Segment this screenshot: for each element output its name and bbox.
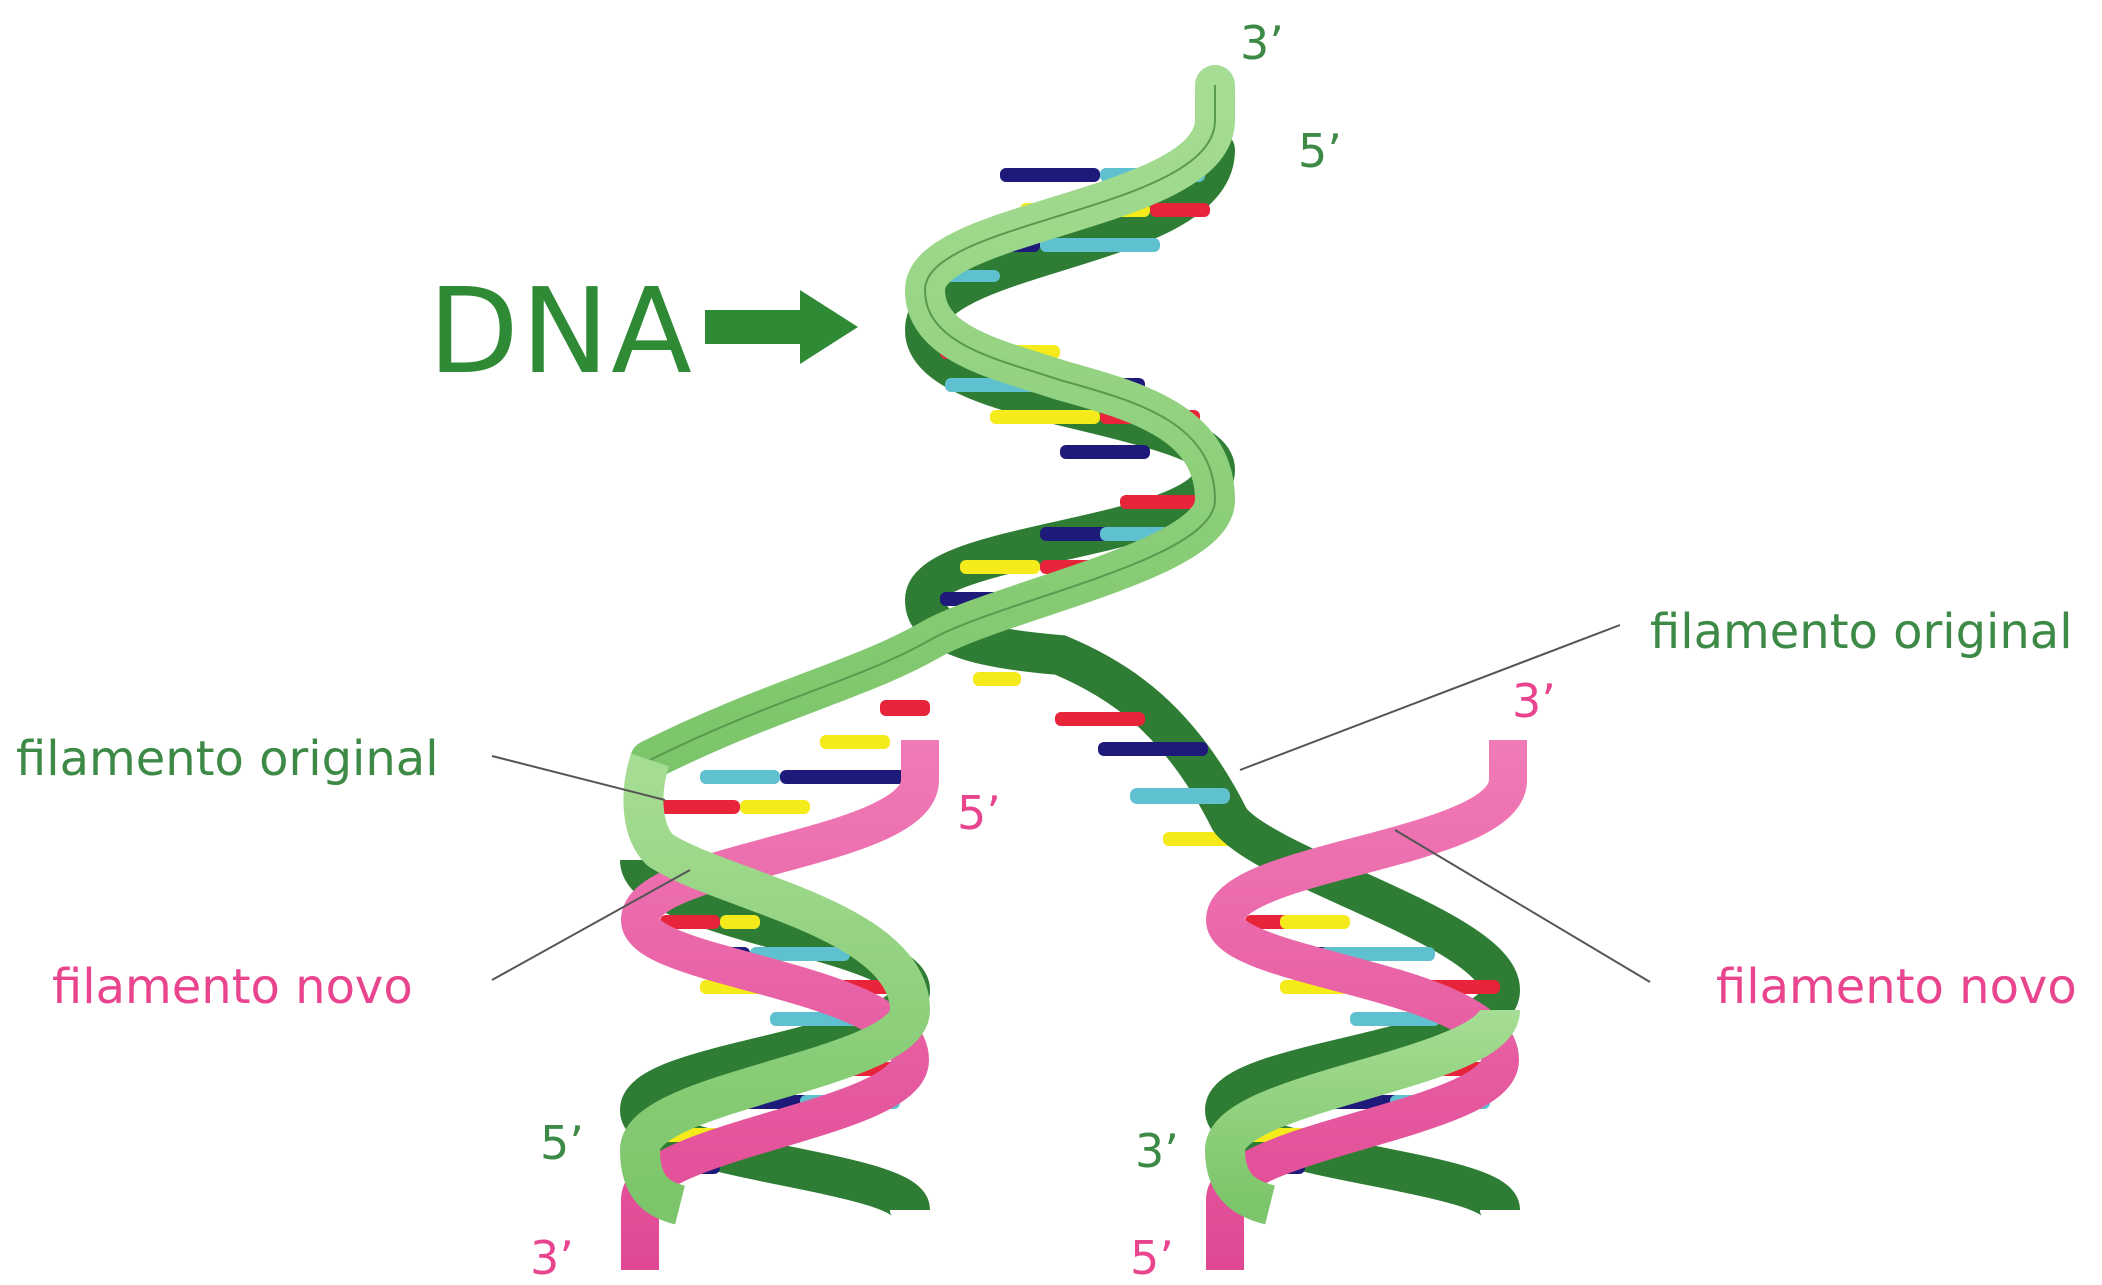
end-label-mid-left-5: 5’ <box>957 790 1001 836</box>
end-label-top-3: 3’ <box>1240 20 1284 66</box>
label-original-strand-right: filamento original <box>1650 608 2073 656</box>
pointer-original-right <box>1240 625 1620 770</box>
end-label-right-bottom-5: 5’ <box>1130 1235 1174 1281</box>
end-label-left-bottom-5: 5’ <box>540 1120 584 1166</box>
end-label-right-bottom-3: 3’ <box>1135 1128 1179 1174</box>
label-original-strand-left: filamento original <box>16 735 439 783</box>
parent-front-strand <box>650 85 1215 760</box>
end-label-left-bottom-3: 3’ <box>530 1235 574 1281</box>
parent-helix <box>650 85 1230 820</box>
end-label-top-5: 5’ <box>1298 128 1342 174</box>
right-daughter-helix <box>1225 740 1508 1270</box>
label-new-strand-left: filamento novo <box>52 963 413 1011</box>
left-daughter-helix <box>640 740 920 1270</box>
dna-title: DNA <box>428 272 694 390</box>
dna-arrow <box>705 290 858 364</box>
end-label-right-top-3: 3’ <box>1512 678 1556 724</box>
label-new-strand-right: filamento novo <box>1716 963 2077 1011</box>
